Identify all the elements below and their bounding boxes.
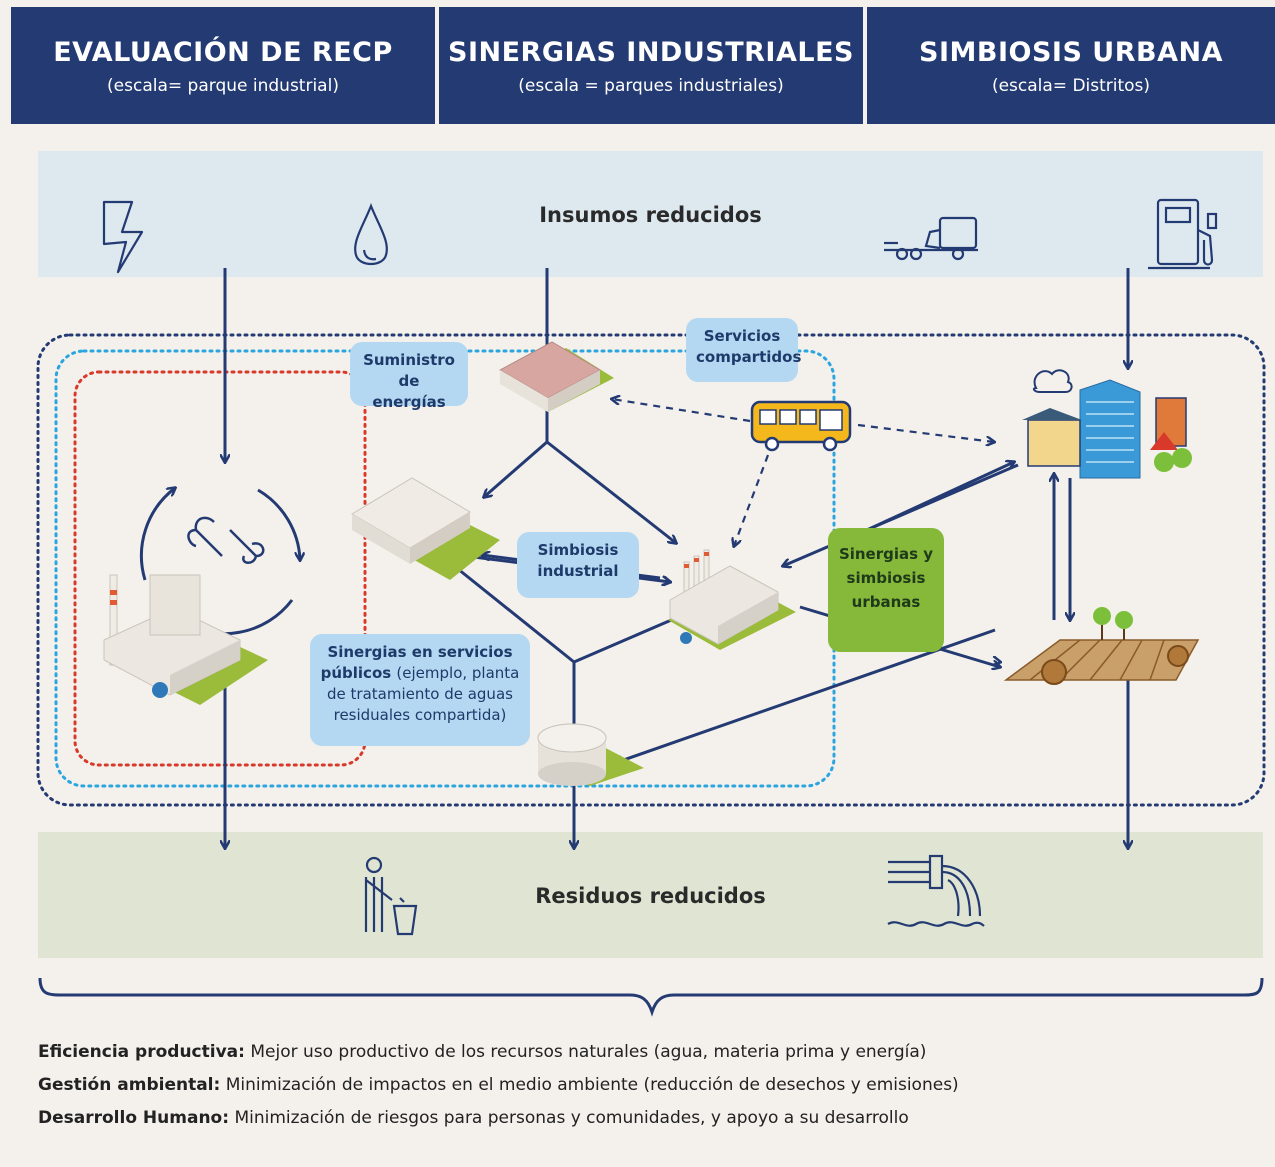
footer-label: Gestión ambiental:	[38, 1075, 221, 1095]
trash-person-icon	[364, 856, 418, 936]
footer-text: Minimización de riesgos para personas y …	[234, 1108, 909, 1128]
public-services-rest: (ejemplo, planta de tratamiento de aguas…	[327, 664, 520, 724]
industrial-building-illustration	[351, 477, 500, 580]
footer-text: Minimización de impactos en el medio amb…	[225, 1075, 959, 1095]
public-services-bubble: Sinergias en servicios públicos (ejemplo…	[310, 634, 530, 746]
footer-label: Eficiencia productiva:	[38, 1042, 245, 1062]
shared-services-bubble: Servicios compartidos	[686, 318, 801, 382]
urban-synergies-box: Sinergias y simbiosis urbanas	[828, 528, 944, 652]
footer-label: Desarrollo Humano:	[38, 1108, 230, 1128]
header-subtitle: (escala = parques industriales)	[518, 76, 784, 96]
central-factory-illustration	[668, 549, 796, 650]
inputs-band: Insumos reducidos	[38, 151, 1263, 277]
truck-icon	[884, 216, 978, 261]
fuel-pump-icon	[1148, 198, 1218, 270]
waste-band: Residuos reducidos	[38, 832, 1263, 958]
header-subtitle: (escala= parque industrial)	[107, 76, 339, 96]
warehouse-illustration	[498, 341, 614, 412]
water-drop-icon	[354, 203, 388, 266]
city-illustration	[1022, 369, 1192, 479]
footer-line-human: Desarrollo Humano: Minimización de riesg…	[38, 1108, 909, 1128]
urban-boundary	[36, 333, 1266, 807]
waste-band-title: Residuos reducidos	[535, 884, 766, 908]
footer-line-environmental: Gestión ambiental: Minimización de impac…	[38, 1075, 959, 1095]
discharge-pipe-icon	[887, 854, 985, 927]
header-industrial-synergies: SINERGIAS INDUSTRIALES (escala = parques…	[439, 7, 863, 124]
energy-supply-bubble: Suministro de energías	[350, 342, 468, 411]
header-recp: EVALUACIÓN DE RECP (escala= parque indus…	[11, 7, 435, 124]
summary-bracket	[38, 977, 1264, 1017]
bus-dashed-arrows	[612, 399, 994, 546]
wrench-icon	[187, 516, 265, 564]
water-treatment-tank-illustration	[537, 723, 644, 786]
recp-boundary	[73, 370, 367, 767]
header-title: SIMBIOSIS URBANA	[919, 37, 1223, 68]
footer-line-productive: Eficiencia productiva: Mejor uso product…	[38, 1042, 926, 1062]
header-subtitle: (escala= Distritos)	[991, 76, 1151, 96]
industrial-symbiosis-bubble: Simbiosis industrial	[517, 532, 639, 598]
public-services-bold: Sinergias en servicios públicos	[320, 643, 513, 682]
flow-arrows	[225, 268, 1128, 848]
structural-lines	[452, 268, 677, 664]
bus-illustration	[750, 400, 852, 452]
header-title: EVALUACIÓN DE RECP	[53, 37, 393, 68]
inputs-band-title: Insumos reducidos	[539, 203, 762, 227]
footer-text: Mejor uso productivo de los recursos nat…	[250, 1042, 927, 1062]
lightning-icon	[102, 200, 144, 274]
farm-field-illustration	[1003, 607, 1200, 685]
header-urban-symbiosis: SIMBIOSIS URBANA (escala= Distritos)	[867, 7, 1275, 124]
header-title: SINERGIAS INDUSTRIALES	[448, 37, 854, 68]
recp-factory-illustration	[103, 574, 268, 705]
